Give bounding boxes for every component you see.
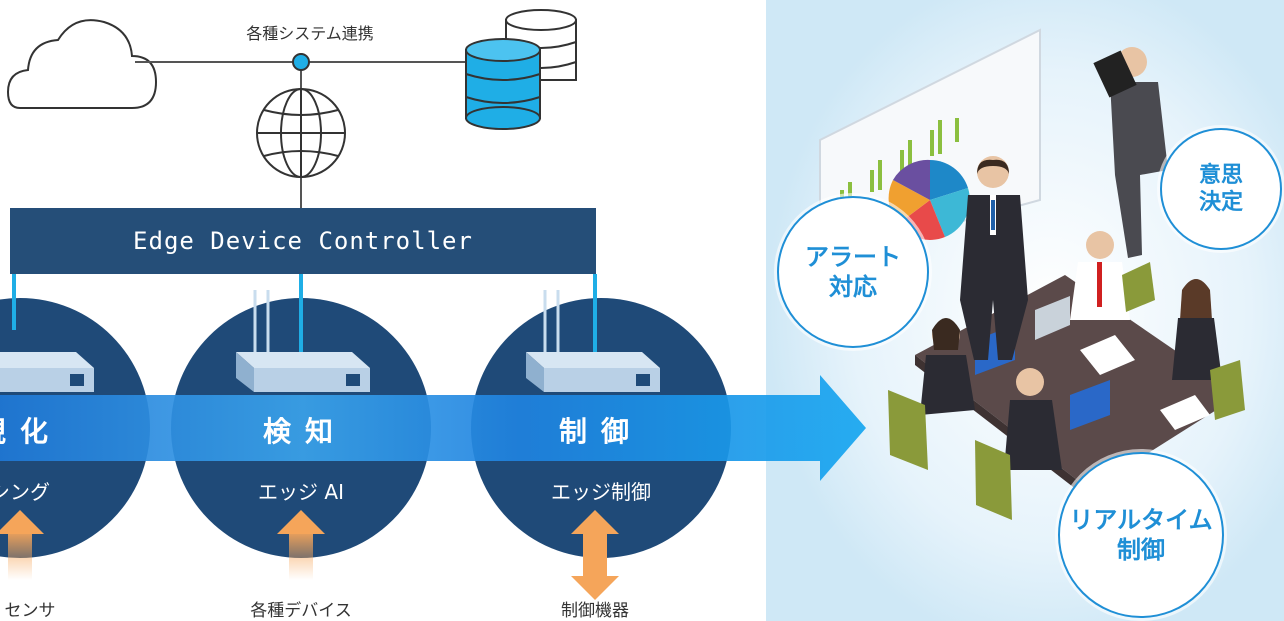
- stage-title-control: 制御: [558, 415, 643, 448]
- badge-decision-making: 意思決定: [1160, 128, 1282, 250]
- meeting-illustration: [819, 28, 1245, 520]
- chair: [1122, 262, 1155, 312]
- sensor-input-arrow: [0, 510, 44, 580]
- dashboard-pie-chart: [888, 159, 970, 240]
- badge-alert-response: アラート対応: [777, 196, 929, 348]
- database-icon: [465, 9, 577, 130]
- flow-arrow: [0, 375, 866, 481]
- edge-device-icon: [0, 352, 94, 392]
- badge-realtime-control: リアルタイム制御: [1058, 452, 1224, 618]
- chair: [888, 390, 928, 470]
- edge-device-icon: [526, 290, 660, 392]
- system-integration-label: 各種システム連携: [246, 24, 374, 43]
- device-input-arrow: [277, 510, 325, 580]
- edge-device-icon: [236, 290, 370, 392]
- link-node: [292, 53, 310, 71]
- control-bidirectional-arrow: [571, 510, 619, 600]
- bottom-label-sensor: センサ: [4, 601, 56, 621]
- stage-title-detect: 検知: [262, 415, 347, 448]
- bottom-label-control-equipment: 制御機器: [561, 601, 629, 621]
- stage-subtitle-sensing: シング: [0, 480, 50, 504]
- edge-device-controller: Edge Device Controller: [10, 208, 596, 274]
- stage-subtitle-edge-ai: エッジ AI: [258, 480, 344, 504]
- chair: [975, 440, 1012, 520]
- stage-subtitle-edge-control: エッジ制御: [551, 480, 651, 504]
- bottom-label-devices: 各種デバイス: [250, 601, 352, 621]
- cloud-icon: [6, 19, 158, 109]
- stage-title-visualize: 視化: [0, 415, 62, 448]
- chair: [1210, 360, 1245, 420]
- globe-icon: [256, 88, 346, 178]
